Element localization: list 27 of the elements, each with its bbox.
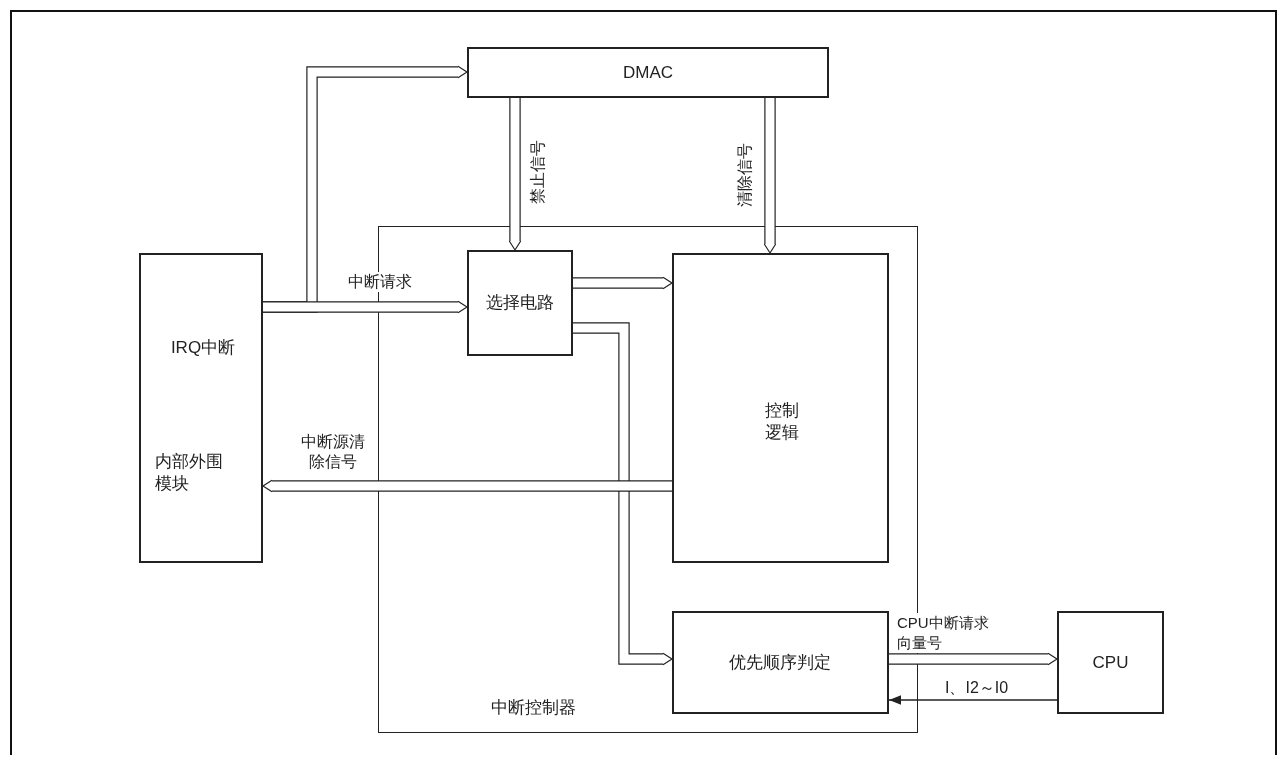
box-label: CPU bbox=[1092, 652, 1129, 673]
box-label: 内部外围模块 bbox=[155, 451, 224, 495]
box-label: 优先顺序判定 bbox=[729, 651, 832, 674]
arrow bbox=[888, 695, 1058, 705]
logic-box bbox=[671, 252, 889, 563]
bus-arrow bbox=[261, 479, 672, 493]
bus-arrow bbox=[889, 652, 1059, 666]
bus-arrow bbox=[573, 276, 674, 290]
edge-label: 清除信号 bbox=[735, 142, 754, 208]
dmac-box bbox=[467, 47, 829, 98]
edge-label: 中断请求 bbox=[347, 272, 413, 292]
selector-box bbox=[466, 249, 573, 356]
box-label: 选择电路 bbox=[485, 292, 554, 315]
box-label: IRQ中断 bbox=[169, 337, 237, 359]
edge-label: 禁止信号 bbox=[528, 139, 547, 205]
cpu-box bbox=[1057, 611, 1164, 714]
frame-title: 中断控制器 bbox=[491, 697, 577, 719]
bus-arrow bbox=[263, 300, 469, 314]
box-label: DMAC bbox=[622, 62, 674, 83]
bus-arrow bbox=[763, 98, 777, 255]
bus-arrow bbox=[508, 98, 522, 252]
module-box bbox=[139, 253, 263, 563]
edge-label: I、I2～I0 bbox=[944, 678, 1010, 698]
priority-box bbox=[671, 610, 889, 714]
bus-arrow bbox=[573, 322, 674, 666]
box-label: 控制逻辑 bbox=[764, 399, 801, 444]
edge-label: CPU中断请求向量号 bbox=[896, 613, 992, 653]
